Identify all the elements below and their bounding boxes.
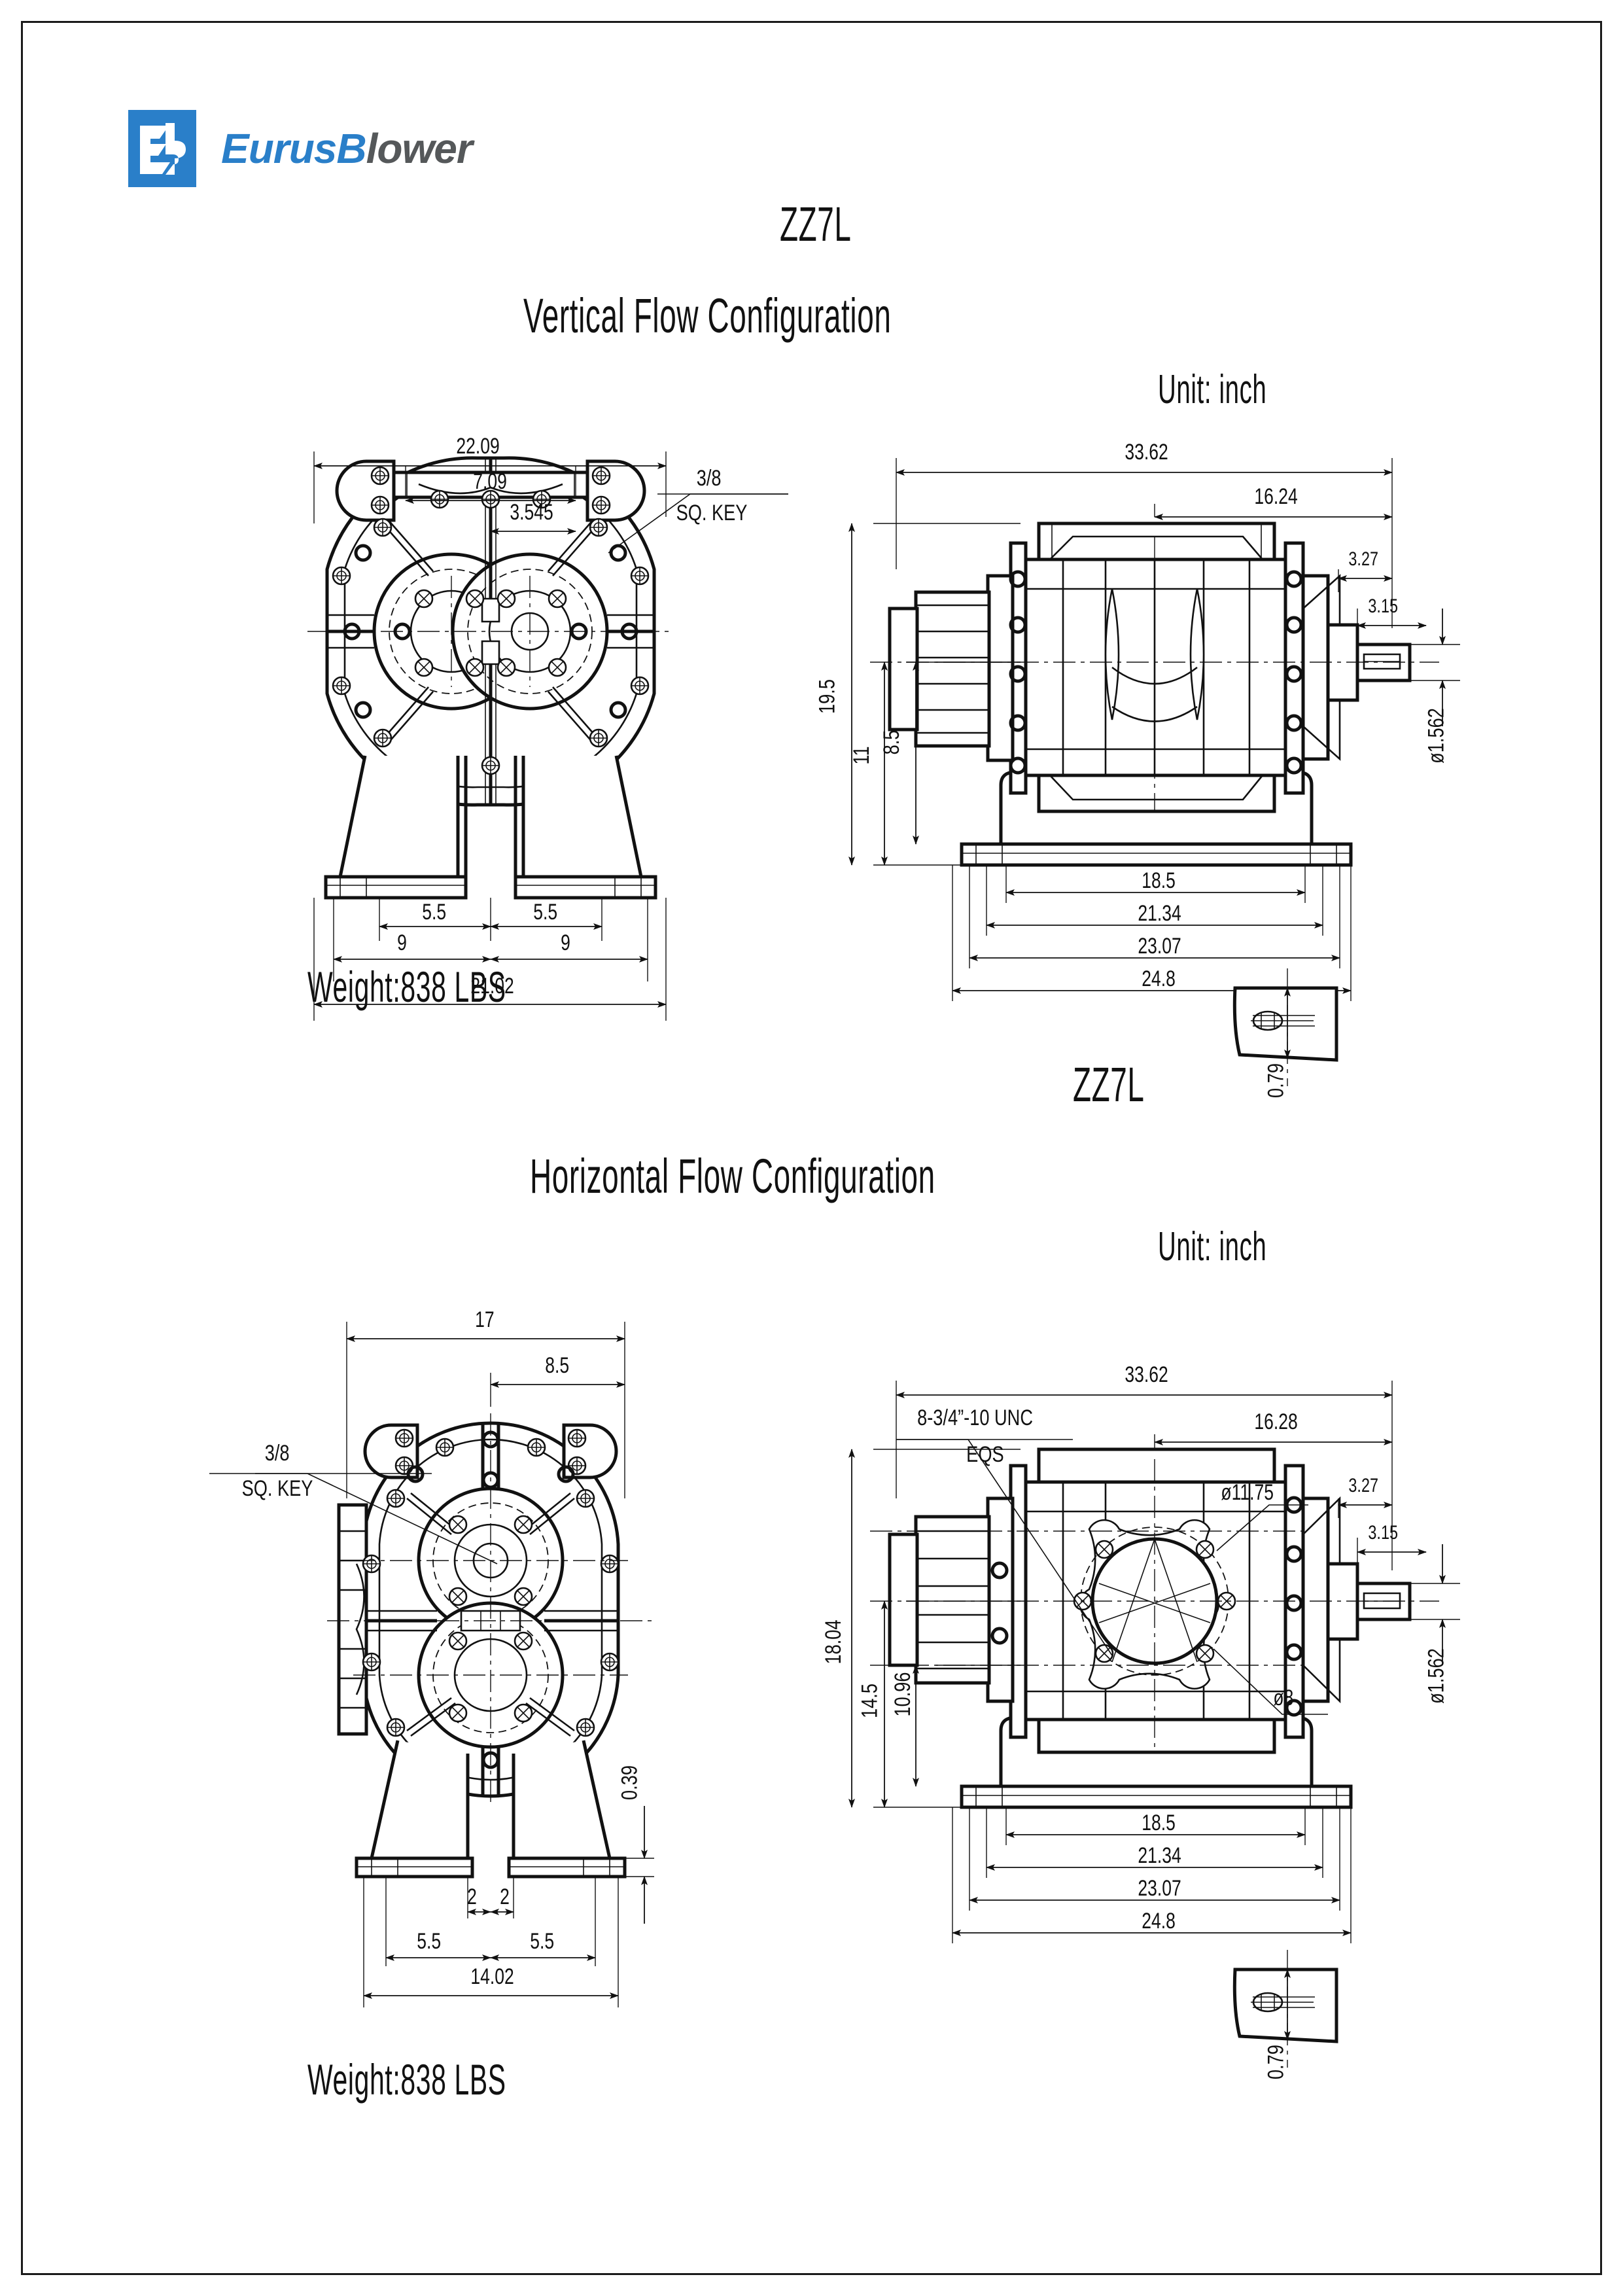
dim-half-width-2: 8.5 <box>545 1353 570 1378</box>
dim-overall-width-2: 17 <box>475 1307 495 1332</box>
dim-shaft-center-height-2: 10.96 <box>890 1672 916 1717</box>
side-view-horizontal <box>848 1381 1460 1943</box>
dim-base-width-2: 14.02 <box>470 1964 514 1989</box>
side-view-vertical <box>848 458 1460 1001</box>
dim-overall-height-1: 19.5 <box>814 679 840 714</box>
dim-foot-thickness-2: 0.79 <box>1263 2045 1289 2079</box>
dim-overall-height-2: 18.04 <box>821 1619 846 1665</box>
title-unit-2: Unit: inch <box>1158 1224 1267 1269</box>
dim-foot-outer-span-1: 21.34 <box>1138 901 1181 926</box>
dim-shaft-extension-1: 3.15 <box>1368 595 1398 617</box>
dim-overall-width-1: 22.09 <box>456 434 500 459</box>
dim-center-height-1: 11 <box>849 746 875 765</box>
dim-shaft-diameter-1: ø1.562 <box>1423 708 1449 764</box>
sq-key-note-line1-2: 3/8 <box>264 1441 290 1466</box>
dim-foot-hole-right-2: 5.5 <box>530 1929 555 1954</box>
sq-key-note-line1-1: 3/8 <box>696 466 722 491</box>
dim-flange-bolt-span-1: 7.09 <box>473 469 507 494</box>
dim-center-height-2: 14.5 <box>857 1684 882 1718</box>
dim-shaft-center-height-1: 8.5 <box>879 730 905 755</box>
dim-flange-outer-diameter-2: ø11.75 <box>1221 1480 1274 1505</box>
brand-logo: EurusBlower <box>128 110 473 187</box>
foot-detail-horizontal <box>1232 1950 1338 2068</box>
brand-wordmark: EurusBlower <box>221 124 473 173</box>
weight-label-2: Weight:838 LBS <box>307 2055 506 2104</box>
sq-key-note-line2-2: SQ. KEY <box>241 1476 313 1501</box>
dim-flange-bolt-half-1: 3.545 <box>510 500 553 525</box>
title-configuration-1: Vertical Flow Configuration <box>523 289 892 343</box>
eb-monogram-icon <box>128 110 196 187</box>
foot-detail-vertical <box>1232 968 1338 1086</box>
sq-key-note-line2-1: SQ. KEY <box>676 501 748 525</box>
dim-foot-hole-right-1: 5.5 <box>533 900 558 925</box>
dim-overall-length-2: 33.62 <box>1125 1362 1168 1387</box>
dim-foot-hole-left-1: 5.5 <box>422 900 447 925</box>
dim-foot-slot-left-2: 2 <box>467 1884 477 1909</box>
dim-base-thickness-2: 0.39 <box>617 1765 642 1800</box>
dim-base-width-1: 21.02 <box>470 974 514 998</box>
dim-foot-hole-left-2: 5.5 <box>417 1929 442 1954</box>
sheet-border <box>21 21 1602 2275</box>
flange-bolt-note-line2-2: EQS <box>966 1442 1004 1467</box>
dim-overall-length-1: 33.62 <box>1125 440 1168 465</box>
dim-foot-slot-right-2: 2 <box>500 1884 510 1909</box>
title-configuration-2: Horizontal Flow Configuration <box>530 1149 935 1203</box>
dim-shaft-step-2: 3.27 <box>1348 1475 1378 1496</box>
dim-foot-hole-span-1: 18.5 <box>1142 868 1176 893</box>
dim-drive-end-length-1: 16.24 <box>1254 484 1298 509</box>
dim-shaft-extension-2: 3.15 <box>1368 1522 1398 1544</box>
dim-drive-end-length-2: 16.28 <box>1254 1409 1298 1434</box>
brand-name-part1: Eurus <box>221 125 337 172</box>
title-model-2: ZZ7L <box>1073 1057 1145 1112</box>
dim-base-length-inner-2: 23.07 <box>1138 1876 1181 1901</box>
dim-foot-outer-span-2: 21.34 <box>1138 1843 1181 1868</box>
dim-shaft-step-1: 3.27 <box>1348 548 1378 570</box>
flange-bolt-note-line1-2: 8-3/4”-10 UNC <box>917 1405 1033 1430</box>
dim-foot-hole-span-2: 18.5 <box>1142 1810 1176 1835</box>
dim-base-length-outer-2: 24.8 <box>1142 1909 1176 1934</box>
dim-foot-edge-left-1: 9 <box>397 930 407 955</box>
dim-bolt-circle-diameter-2: ø8 <box>1273 1686 1294 1710</box>
dim-foot-edge-right-1: 9 <box>561 930 570 955</box>
brand-name-part2: Blower <box>336 125 472 172</box>
title-model-1: ZZ7L <box>780 197 852 251</box>
dim-base-length-inner-1: 23.07 <box>1138 934 1181 959</box>
dim-foot-thickness-1: 0.79 <box>1263 1063 1289 1098</box>
front-view-horizontal <box>209 1322 654 2007</box>
dim-base-length-outer-1: 24.8 <box>1142 966 1176 991</box>
dim-shaft-diameter-2: ø1.562 <box>1423 1648 1449 1704</box>
front-view-vertical <box>307 451 788 1021</box>
title-unit-1: Unit: inch <box>1158 367 1267 412</box>
